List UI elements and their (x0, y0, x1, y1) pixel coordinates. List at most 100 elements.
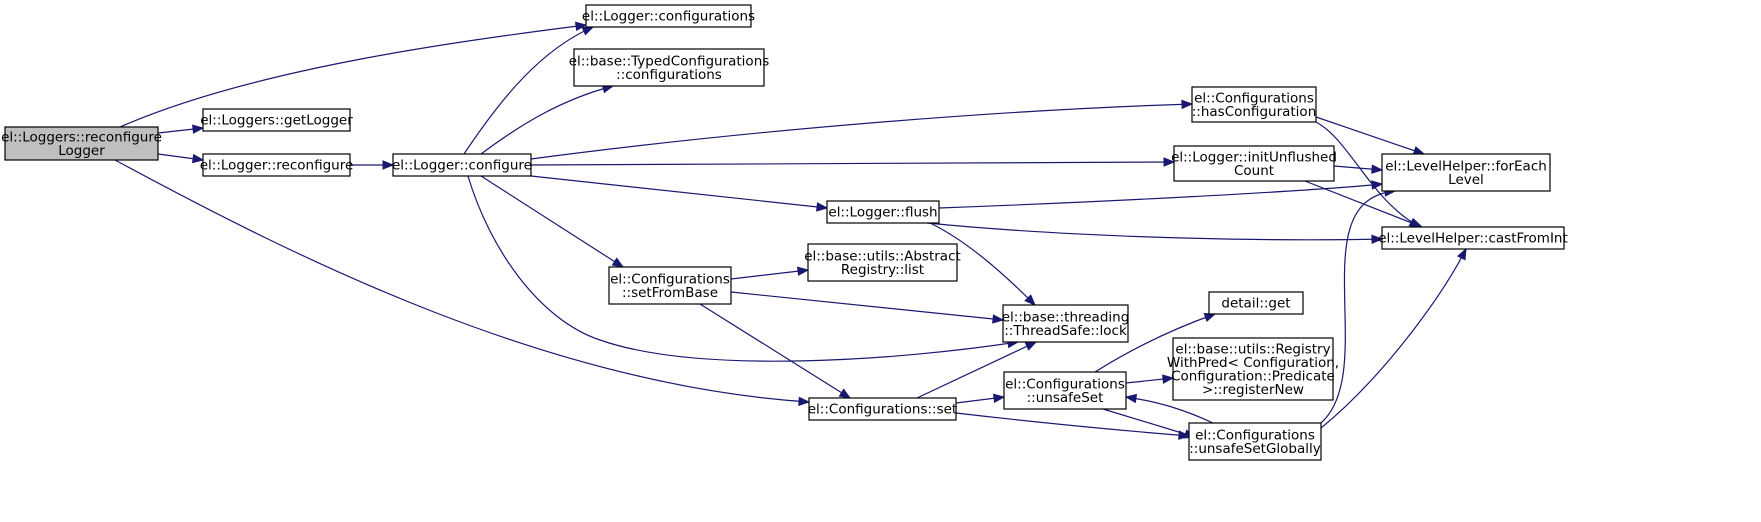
arrowhead (191, 153, 205, 164)
edge-n0-n3 (157, 153, 205, 164)
node-label: ::unsafeSet (1027, 390, 1104, 406)
node-box (808, 397, 957, 421)
edge-line (699, 303, 851, 399)
arrowhead (611, 257, 625, 268)
edge-n16-n15 (1124, 393, 1214, 424)
edges-layer (114, 21, 1467, 440)
arrowhead (1457, 247, 1467, 261)
node-n17[interactable]: detail::get (1208, 291, 1304, 315)
edge-n0-n2 (157, 124, 205, 134)
edge-line (463, 26, 594, 155)
node-label: Registry::list (841, 262, 924, 278)
arrowhead (1124, 393, 1138, 404)
node-n10[interactable]: el::Configurations::setFromBase (608, 266, 732, 305)
arrowhead (1371, 164, 1384, 174)
node-label: ::configurations (616, 67, 722, 83)
node-n4[interactable]: el::Configurations::set (808, 397, 957, 421)
edge-line (926, 222, 1383, 241)
node-n15[interactable]: el::Configurations::unsafeSet (1003, 371, 1127, 410)
node-label: el::Logger::reconfigure (200, 158, 354, 174)
arrowhead (581, 26, 595, 36)
edge-n10-n11 (730, 291, 1005, 324)
edge-n9-n11 (929, 222, 1036, 306)
node-label: ::unsafeSetGlobally (1189, 441, 1321, 457)
edge-n5-n1 (463, 26, 595, 155)
arrowhead (1181, 99, 1194, 110)
node-n9[interactable]: el::Logger::flush (826, 200, 940, 224)
arrowhead (1024, 341, 1038, 351)
node-box (1002, 304, 1129, 343)
node-label: el::Configurations::set (808, 402, 957, 418)
node-n2[interactable]: el::Loggers::getLogger (200, 108, 353, 132)
arrowhead (1162, 374, 1175, 384)
edge-n8-n13 (1333, 164, 1384, 174)
edge-n5-n9 (530, 175, 829, 212)
edge-line (530, 175, 828, 209)
node-n6[interactable]: el::base::TypedConfigurations::configura… (569, 48, 770, 87)
arrowhead (838, 388, 852, 399)
node-n11[interactable]: el::base::threading::ThreadSafe::lock (1002, 304, 1130, 343)
arrowhead (1371, 234, 1384, 244)
edge-line (916, 341, 1037, 399)
node-label: Level (1448, 172, 1484, 188)
node-box (826, 200, 940, 224)
arrowhead (797, 266, 810, 276)
node-n3[interactable]: el::Logger::reconfigure (200, 153, 354, 177)
node-n14[interactable]: el::LevelHelper::castFromInt (1378, 226, 1568, 250)
edge-n3-n5 (350, 160, 395, 170)
edge-line (730, 291, 1004, 321)
arrowhead (992, 393, 1006, 404)
node-box (1381, 226, 1565, 250)
node-box (573, 48, 765, 87)
node-label: WithPred< Configuration, (1167, 355, 1339, 371)
edge-line (1102, 408, 1196, 438)
node-box (1173, 145, 1335, 182)
node-label: el::base::utils::Abstract (804, 248, 961, 264)
edge-n4-n16 (955, 412, 1191, 440)
arrowhead (992, 314, 1005, 324)
edge-n0-n1 (119, 21, 588, 128)
edge-n5-n8 (530, 157, 1176, 167)
node-label: el::Logger::configure (392, 158, 532, 174)
node-label: ::setFromBase (622, 285, 718, 301)
node-label: el::Loggers::reconfigure (1, 129, 162, 145)
edge-line (467, 175, 1019, 362)
node-box (585, 4, 752, 28)
node-box (1208, 291, 1304, 315)
node-label: Logger (58, 143, 105, 159)
node-box (4, 126, 159, 161)
edge-n16-n14 (1320, 247, 1467, 429)
edge-n5-n10 (480, 175, 625, 268)
node-label: Configuration::Predicate (1171, 368, 1335, 384)
edge-line (1315, 121, 1421, 228)
edge-n10-n12 (730, 266, 810, 280)
node-box (1381, 153, 1551, 192)
node-box (1188, 422, 1322, 461)
node-n7[interactable]: el::Configurations::hasConfiguration (1191, 86, 1317, 123)
node-label: el::Logger::configurations (582, 9, 755, 25)
node-n5[interactable]: el::Logger::configure (392, 153, 532, 177)
edge-n9-n13 (938, 180, 1384, 209)
edge-n10-n4 (699, 303, 852, 399)
node-label: ::ThreadSafe::lock (1004, 323, 1127, 339)
node-label: detail::get (1221, 296, 1290, 312)
arrowhead (1024, 294, 1036, 306)
node-label: el::base::utils::Registry (1175, 341, 1330, 357)
edge-line (480, 85, 614, 155)
edge-line (929, 222, 1036, 306)
node-label: el::Logger::flush (828, 205, 937, 221)
node-label: el::Logger::initUnflushed (1171, 149, 1337, 165)
node-label: el::Configurations (610, 271, 730, 287)
edge-line (530, 161, 1175, 166)
node-label: >::registerNew (1202, 382, 1304, 398)
node-box (1172, 337, 1334, 401)
node-n16[interactable]: el::Configurations::unsafeSetGlobally (1188, 422, 1322, 461)
node-n1[interactable]: el::Logger::configurations (582, 4, 755, 28)
node-box (202, 153, 351, 177)
